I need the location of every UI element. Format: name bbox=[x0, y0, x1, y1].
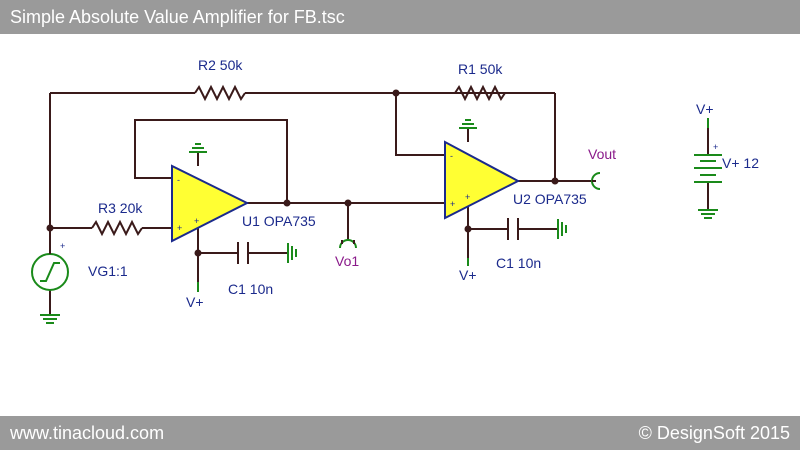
copyright-text: © DesignSoft 2015 bbox=[638, 423, 790, 443]
capacitor-c1-right bbox=[507, 218, 519, 240]
u2-plus-pin-label: + bbox=[450, 199, 455, 209]
battery-label: V+ 12 bbox=[722, 155, 759, 171]
u2-minus-pin-label: - bbox=[450, 151, 453, 161]
vplus-stubs bbox=[197, 118, 709, 292]
resistor-r3 bbox=[91, 219, 143, 237]
r1-label: R1 50k bbox=[458, 61, 503, 77]
opamp-u1: - + + bbox=[171, 164, 250, 243]
wire-u1-feedback bbox=[134, 119, 288, 203]
ground-icon bbox=[40, 119, 718, 324]
vg1-plus-pin-label: + bbox=[60, 241, 65, 251]
vo1-net-label: Vo1 bbox=[335, 253, 359, 269]
c1-left-label: C1 10n bbox=[228, 281, 273, 297]
battery-icon bbox=[694, 154, 722, 183]
footer-bar: www.tinacloud.com © DesignSoft 2015 bbox=[0, 416, 800, 450]
r2-label: R2 50k bbox=[198, 57, 243, 73]
u1-vplus-label: V+ bbox=[186, 294, 204, 310]
website-link[interactable]: www.tinacloud.com bbox=[10, 423, 165, 443]
circuit-schematic: - + + - + + bbox=[31, 57, 759, 324]
wires bbox=[49, 92, 709, 315]
capacitor-c1-left bbox=[237, 242, 249, 264]
opamp-u2: - + + bbox=[444, 140, 521, 220]
junctions bbox=[46, 89, 559, 257]
resistor-r1 bbox=[454, 84, 506, 102]
u1-label: U1 OPA735 bbox=[242, 213, 316, 229]
battery-vplus-label: V+ bbox=[696, 101, 714, 117]
c1-right-label: C1 10n bbox=[496, 255, 541, 271]
voltage-generator-vg1: + bbox=[31, 241, 69, 291]
resistor-r2 bbox=[194, 84, 246, 102]
r3-label: R3 20k bbox=[98, 200, 143, 216]
u1-plus-pin-label: + bbox=[177, 223, 182, 233]
u2-label: U2 OPA735 bbox=[513, 191, 587, 207]
wire-u2-minus bbox=[395, 93, 445, 156]
u1-supply-plus-label: + bbox=[194, 216, 199, 226]
battery-plus-pin-label: + bbox=[713, 142, 718, 152]
u1-minus-pin-label: - bbox=[177, 175, 180, 185]
window-title: Simple Absolute Value Amplifier for FB.t… bbox=[0, 0, 800, 34]
vg1-label: VG1:1 bbox=[88, 263, 128, 279]
u2-supply-plus-label: + bbox=[465, 192, 470, 202]
vout-net-label: Vout bbox=[588, 146, 616, 162]
vo1-connector-leads bbox=[341, 240, 355, 244]
u2-vplus-label: V+ bbox=[459, 267, 477, 283]
vo1-connector-icon bbox=[339, 239, 357, 249]
